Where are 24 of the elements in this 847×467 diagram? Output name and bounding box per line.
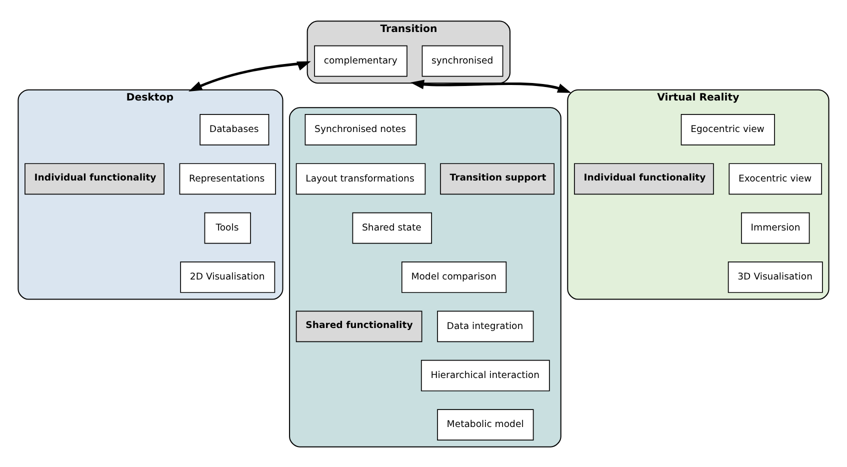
arrow: [410, 79, 572, 92]
node-box: Representations: [179, 162, 276, 194]
node-box: Transition support: [440, 162, 554, 194]
node-box: 3D Visualisation: [728, 261, 823, 292]
node-box: Individual functionality: [24, 162, 164, 194]
node-box: Data integration: [437, 310, 534, 342]
node-box: Exocentric view: [728, 162, 822, 194]
node-box: Shared state: [352, 212, 432, 244]
node-box: Shared functionality: [296, 310, 422, 342]
node-box: Metabolic model: [437, 408, 534, 440]
node-box: Databases: [200, 114, 270, 145]
node-box: Layout transformations: [296, 162, 426, 194]
node-box: 2D Visualisation: [180, 261, 276, 292]
node-box: Hierarchical interaction: [420, 359, 550, 391]
node-box: complementary: [314, 44, 408, 76]
node-box: Egocentric view: [680, 114, 775, 145]
cluster: [289, 106, 562, 447]
node-box: Model comparison: [401, 261, 507, 292]
arrow: [188, 60, 311, 91]
node-box: synchronised: [422, 44, 504, 76]
node-box: Individual functionality: [574, 162, 714, 194]
node-box: Immersion: [741, 212, 810, 244]
node-box: Synchronised notes: [304, 114, 417, 145]
node-box: Tools: [204, 212, 251, 244]
